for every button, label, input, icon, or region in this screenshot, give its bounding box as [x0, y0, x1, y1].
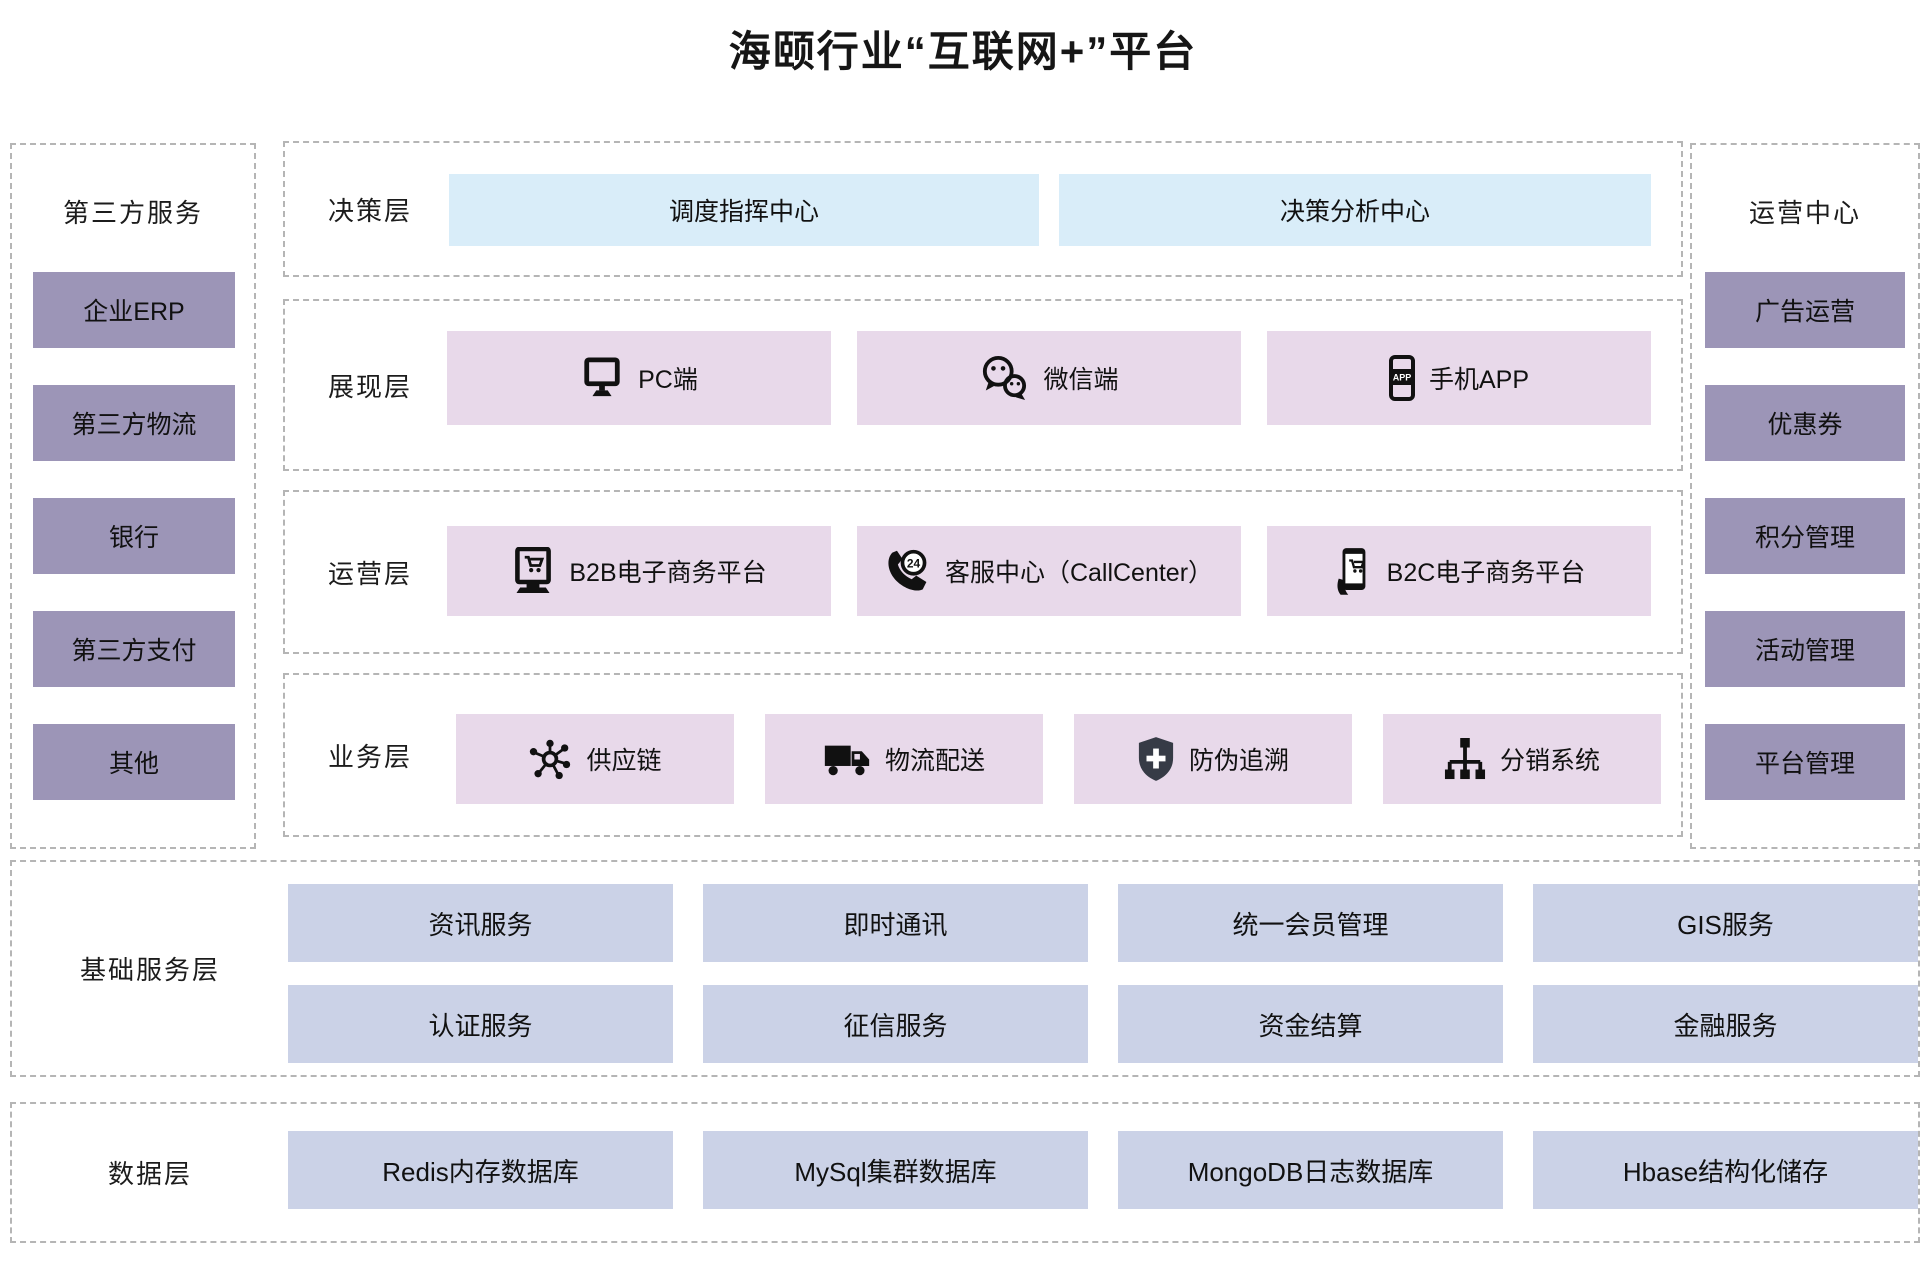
base-service-box: 征信服务 — [703, 985, 1088, 1063]
anti-counterfeit-shield-icon — [1137, 736, 1175, 782]
presentation-box-label: 手机APP — [1428, 366, 1530, 394]
third-party-services-panel — [10, 143, 256, 849]
svg-text:APP: APP — [1393, 373, 1412, 383]
business-layer-label: 业务层 — [327, 741, 412, 772]
operation-box-b2b: B2B电子商务平台 — [447, 526, 831, 616]
decision-box: 决策分析中心 — [1059, 174, 1651, 246]
data-store-box: MySql集群数据库 — [703, 1131, 1088, 1209]
business-box-distribution: 分销系统 — [1383, 714, 1661, 804]
data-store-box: Hbase结构化储存 — [1533, 1131, 1918, 1209]
decision-layer-label: 决策层 — [327, 195, 412, 226]
operation-box-label: B2C电子商务平台 — [1386, 559, 1586, 587]
base-services-label: 基础服务层 — [79, 955, 220, 985]
base-service-box: 即时通讯 — [703, 884, 1088, 962]
supply-chain-network-icon — [528, 737, 572, 781]
business-box-anti-counterfeit: 防伪追溯 — [1074, 714, 1352, 804]
operations-center-title: 运营中心 — [1748, 197, 1861, 228]
business-box-label: 供应链 — [586, 747, 662, 775]
operations-item: 平台管理 — [1705, 724, 1905, 800]
base-service-box: 统一会员管理 — [1118, 884, 1503, 962]
base-service-box: 金融服务 — [1533, 985, 1918, 1063]
base-service-box: 资讯服务 — [288, 884, 673, 962]
operations-item: 优惠券 — [1705, 385, 1905, 461]
distribution-tree-icon — [1444, 737, 1486, 781]
presentation-layer-panel — [283, 299, 1683, 471]
business-box-supply-chain: 供应链 — [456, 714, 734, 804]
base-service-box: GIS服务 — [1533, 884, 1918, 962]
data-layer-panel — [10, 1102, 1920, 1243]
business-box-label: 物流配送 — [884, 747, 985, 775]
mobile-app-icon: APP — [1388, 355, 1415, 401]
callcenter-phone-icon: 24 — [885, 548, 931, 594]
presentation-box-wechat: 微信端 — [857, 331, 1241, 425]
data-layer-label: 数据层 — [107, 1159, 192, 1189]
operation-box-label: B2B电子商务平台 — [569, 559, 767, 587]
operations-item: 积分管理 — [1705, 498, 1905, 574]
data-store-box: MongoDB日志数据库 — [1118, 1131, 1503, 1209]
operations-center-panel — [1690, 143, 1920, 849]
pc-monitor-icon — [580, 357, 624, 399]
wechat-icon — [979, 355, 1029, 401]
third-party-item: 企业ERP — [33, 272, 235, 348]
operation-box-b2c: B2C电子商务平台 — [1267, 526, 1651, 616]
base-service-box: 资金结算 — [1118, 985, 1503, 1063]
business-box-logistics: 物流配送 — [765, 714, 1043, 804]
third-party-item: 第三方物流 — [33, 385, 235, 461]
operation-box-label: 客服中心（CallCenter） — [944, 559, 1214, 587]
business-box-label: 分销系统 — [1499, 747, 1600, 775]
operations-item: 活动管理 — [1705, 611, 1905, 687]
data-store-box: Redis内存数据库 — [288, 1131, 673, 1209]
base-service-box: 认证服务 — [288, 985, 673, 1063]
b2b-ecommerce-icon — [511, 547, 555, 595]
page-title: 海颐行业“互联网+”平台 — [728, 28, 1198, 75]
b2c-mobile-shopping-icon — [1333, 546, 1373, 596]
presentation-box-label: 微信端 — [1043, 366, 1119, 394]
presentation-layer-label: 展现层 — [327, 371, 412, 402]
operation-box-callcenter: 24 客服中心（CallCenter） — [857, 526, 1241, 616]
business-box-label: 防伪追溯 — [1188, 747, 1289, 775]
operation-layer-panel — [283, 490, 1683, 654]
base-services-panel — [10, 860, 1920, 1077]
svg-text:24: 24 — [907, 556, 921, 570]
business-layer-panel — [283, 673, 1683, 837]
third-party-item: 银行 — [33, 498, 235, 574]
third-party-item: 第三方支付 — [33, 611, 235, 687]
presentation-box-mobile-app: APP 手机APP — [1267, 331, 1651, 425]
presentation-box-pc: PC端 — [447, 331, 831, 425]
operation-layer-label: 运营层 — [327, 558, 412, 589]
presentation-box-label: PC端 — [638, 366, 698, 394]
third-party-item: 其他 — [33, 724, 235, 800]
operations-item: 广告运营 — [1705, 272, 1905, 348]
third-party-services-title: 第三方服务 — [62, 197, 203, 228]
logistics-truck-icon — [823, 741, 871, 778]
decision-layer-panel — [283, 141, 1683, 277]
decision-box: 调度指挥中心 — [449, 174, 1039, 246]
